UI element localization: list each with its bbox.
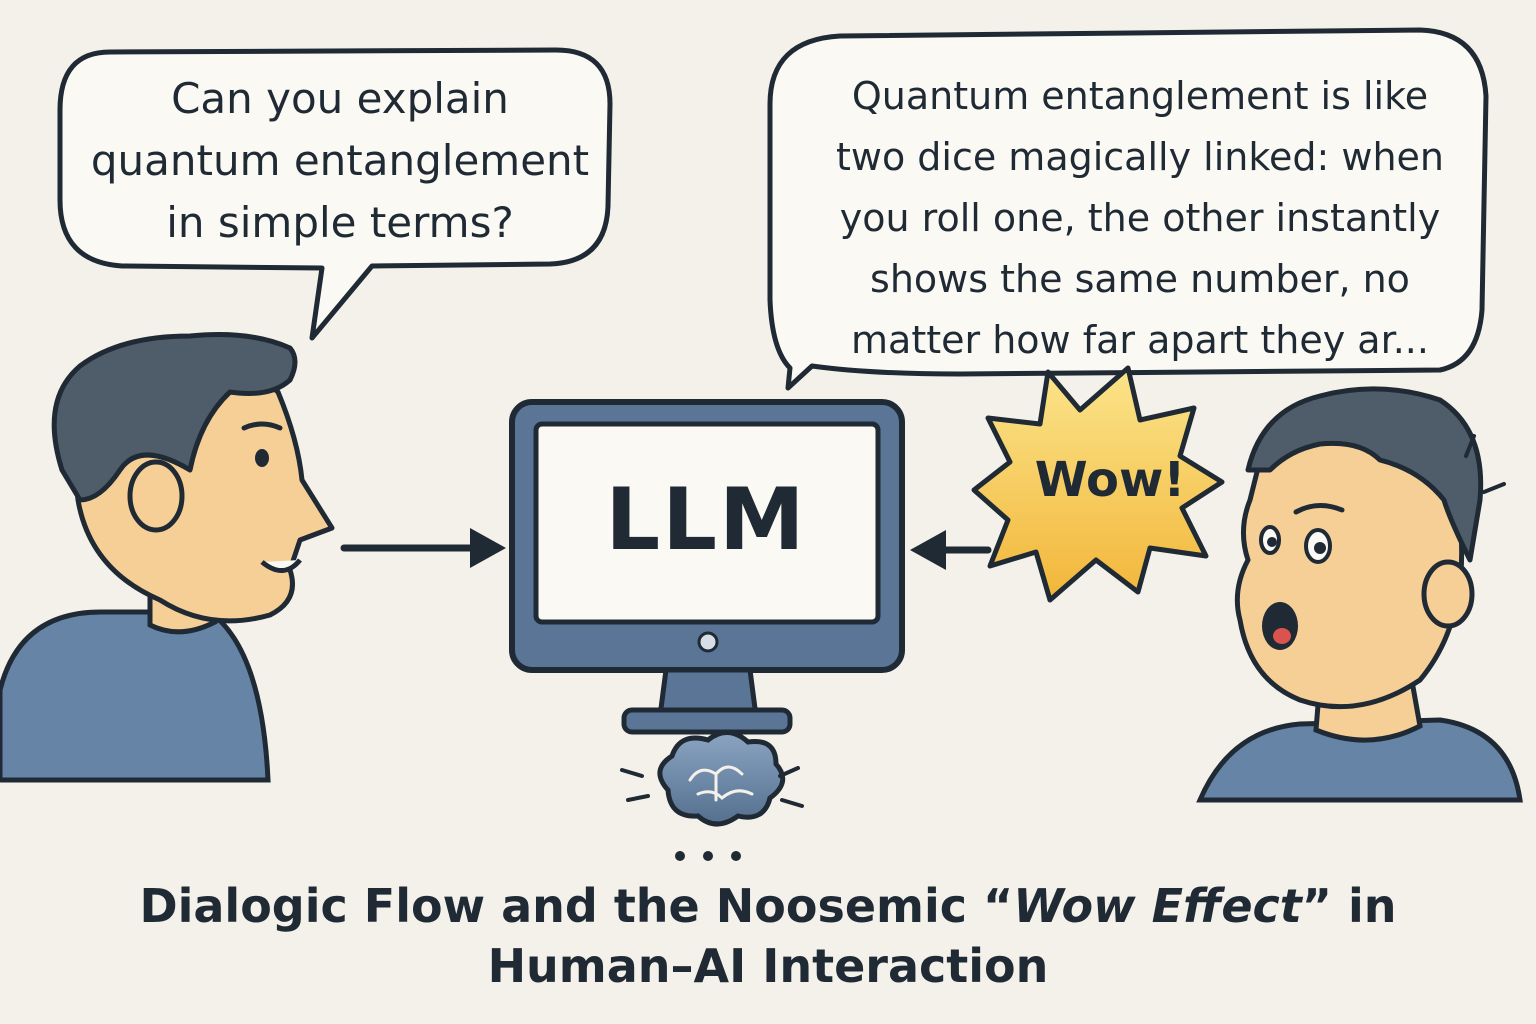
monitor-base — [621, 707, 793, 735]
caption-before: Dialogic Flow and the Noosemic “ — [139, 879, 1014, 933]
arrow-right-icon — [340, 528, 506, 568]
user-speech-bubble — [57, 47, 613, 341]
llm-monitor — [509, 399, 905, 735]
figure-caption: Dialogic Flow and the Noosemic “Wow Effe… — [40, 876, 1496, 996]
thinking-dots — [675, 851, 741, 861]
right-person-ear — [1421, 559, 1475, 629]
llm-answer-line: two dice magically linked: when — [835, 135, 1445, 179]
brain-cloud-icon — [620, 730, 804, 827]
left-person-mouth — [260, 558, 302, 573]
monitor-power-button — [697, 631, 719, 653]
right-person-shirt — [1196, 717, 1523, 803]
left-person-eye — [255, 449, 269, 467]
right-person-eyebrow — [1293, 503, 1345, 515]
user-question-line: in simple terms? — [166, 198, 514, 247]
left-person-hair — [51, 332, 298, 503]
left-person — [0, 332, 335, 783]
right-person-hair — [1245, 386, 1484, 563]
llm-answer-line: matter how far apart they ar... — [851, 318, 1429, 362]
llm-answer-line: you roll one, the other instantly — [839, 196, 1441, 240]
user-question-text: Can you explain quantum entanglement in … — [80, 68, 600, 254]
llm-speech-bubble — [767, 27, 1489, 391]
left-person-shirt — [0, 609, 271, 783]
llm-answer-text: Quantum entanglement is like two dice ma… — [790, 66, 1490, 371]
burst-icon — [971, 365, 1225, 603]
left-person-eyebrow — [241, 421, 283, 431]
left-person-ear — [127, 459, 185, 533]
right-person — [1196, 386, 1523, 803]
llm-answer-line: Quantum entanglement is like — [851, 74, 1429, 118]
arrow-left-icon — [910, 530, 992, 570]
monitor-screen — [533, 421, 881, 625]
user-question-line: Can you explain — [171, 74, 509, 123]
caption-after: ” in Human–AI Interaction — [487, 879, 1397, 993]
monitor-label: LLM — [605, 470, 807, 570]
wow-exclamation: Wow! — [1034, 452, 1186, 508]
user-question-line: quantum entanglement — [90, 136, 590, 185]
llm-answer-line: shows the same number, no — [870, 257, 1410, 301]
caption-emphasis: Wow Effect — [1013, 879, 1302, 933]
